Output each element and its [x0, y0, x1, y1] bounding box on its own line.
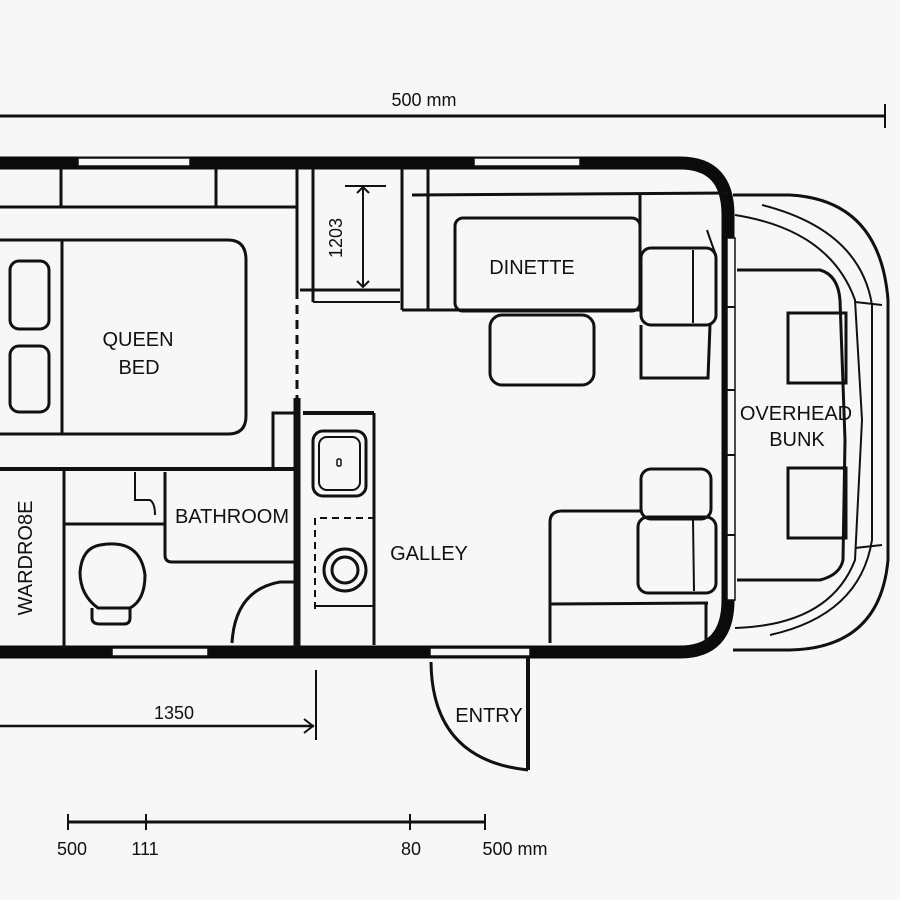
overhead-bunk-label-2: BUNK	[769, 429, 825, 451]
tall-cabinet: 1203	[300, 169, 640, 312]
overhead-bunk-label-1: OVERHEAD	[740, 403, 852, 425]
window-top-rear	[77, 157, 191, 167]
queen-bed: QUEEN BED	[0, 238, 248, 436]
lounge-chair	[636, 515, 718, 595]
toilet-tank	[90, 608, 132, 626]
cab-seat-passenger	[786, 466, 848, 540]
pillow-1	[8, 259, 51, 331]
bedroom-partition	[271, 169, 301, 648]
rear-cabinets	[0, 169, 297, 209]
scale-tick-4: 500 mm	[482, 839, 547, 859]
exterior-walls	[0, 156, 736, 659]
scale-tick-2: 111	[131, 839, 158, 859]
sink-outer	[311, 429, 368, 498]
queen-bed-label-2: BED	[118, 357, 159, 379]
scale-tick-3: 80	[401, 839, 421, 859]
bathroom: BATHROOM WARDRO8E	[0, 467, 297, 648]
window-bottom-door	[429, 647, 531, 657]
top-dimension: 500 mm	[0, 90, 886, 128]
galley-label: GALLEY	[390, 543, 468, 565]
stove-burner-outer	[322, 547, 368, 593]
lounge	[548, 467, 718, 643]
entry-door: ENTRY	[429, 658, 530, 772]
window-top-front	[473, 157, 581, 167]
bathroom-label: BATHROOM	[175, 506, 289, 528]
overhead-bunk: OVERHEAD BUNK	[733, 193, 890, 652]
dinette-table	[488, 313, 596, 387]
entry-label: ENTRY	[455, 705, 522, 727]
stove-burner-inner	[330, 555, 360, 585]
rear-length-dimension: 1350	[0, 670, 317, 740]
rear-length-label: 1350	[154, 703, 194, 723]
sink-basin	[318, 436, 361, 491]
pillow-2	[8, 344, 51, 414]
galley: GALLEY	[303, 411, 468, 645]
dinette-chair-top	[639, 246, 718, 327]
dinette: DINETTE	[411, 191, 729, 387]
scale-tick-1: 500	[57, 839, 87, 859]
window-bottom-rear	[111, 647, 209, 657]
cabinet-height-label: 1203	[326, 218, 346, 258]
wardrobe-label: WARDRO8E	[15, 501, 37, 616]
top-dimension-label: 500 mm	[391, 90, 456, 110]
sink-drain-icon	[336, 458, 342, 467]
lounge-chair-back	[639, 467, 713, 521]
scale-bar: 500 111 80 500 mm	[57, 814, 548, 859]
queen-bed-label-1: QUEEN	[102, 329, 173, 351]
toilet-bowl	[78, 542, 147, 610]
cab-seat-driver	[786, 311, 848, 385]
dinette-label: DINETTE	[489, 257, 575, 279]
